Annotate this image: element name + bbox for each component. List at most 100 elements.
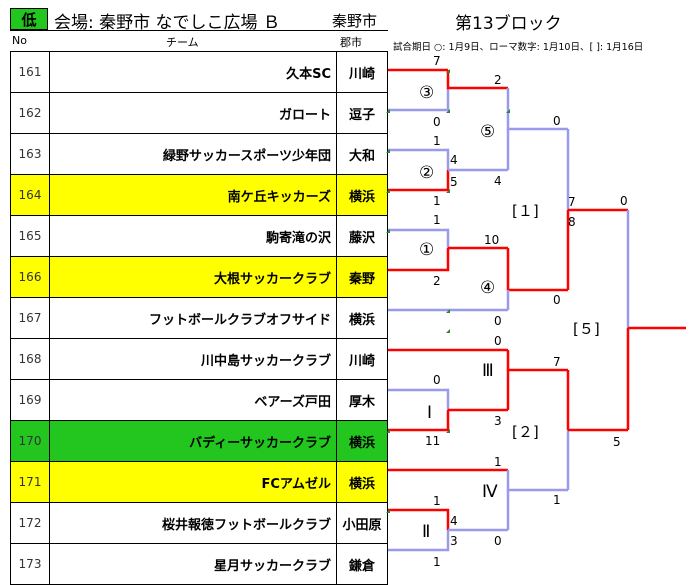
title-underline <box>10 30 388 31</box>
round-label-b2: [２] <box>512 423 539 441</box>
score-r4-bot: 0 <box>494 534 502 548</box>
team-number: 170 <box>10 420 50 462</box>
score-r3-bot: 3 <box>494 414 502 428</box>
score-r1-bot: 11 <box>425 434 440 448</box>
match-label-m2: ② <box>419 163 434 183</box>
team-city: 横浜 <box>336 461 388 503</box>
match-label-m5: ⑤ <box>480 122 495 142</box>
team-name: ガロート <box>49 92 337 134</box>
category-badge: 低 <box>10 8 48 30</box>
column-header-no: No <box>12 34 27 47</box>
score-marker <box>446 309 450 313</box>
round-label-r2: Ⅱ <box>422 522 430 542</box>
team-number: 161 <box>10 51 50 93</box>
team-city: 藤沢 <box>336 215 388 257</box>
score-m5-top: 2 <box>494 73 502 87</box>
score-b1-bot: 0 <box>553 293 561 307</box>
score-m3-top: 7 <box>433 54 441 68</box>
team-name: フットボールクラブオフサイド <box>49 297 337 339</box>
score-b1-top: 0 <box>553 114 561 128</box>
score-marker <box>446 109 450 113</box>
score-marker <box>386 229 390 233</box>
score-r2-b: 3 <box>450 534 458 548</box>
round-label-b1: [１] <box>512 202 539 220</box>
team-number: 165 <box>10 215 50 257</box>
column-header-city: 郡市 <box>340 36 362 49</box>
bracket-line-162 <box>388 88 450 112</box>
bracket-line-m4 <box>506 248 568 292</box>
score-r2-a: 4 <box>450 514 458 528</box>
match-label-m4: ④ <box>480 278 495 298</box>
score-marker <box>446 69 450 73</box>
bracket-line-172 <box>388 508 450 530</box>
score-b5-top: 0 <box>620 194 628 208</box>
bracket-line-170 <box>388 410 450 432</box>
score-m2-bot: 1 <box>433 194 441 208</box>
match-label-m3: ③ <box>419 83 434 103</box>
bracket-line-r4-top <box>506 470 568 492</box>
team-name: FCアムゼル <box>49 461 337 503</box>
score-m2-a: 4 <box>450 153 458 167</box>
score-marker <box>446 189 450 193</box>
score-marker <box>386 149 390 153</box>
bracket-line-m3 <box>446 70 508 90</box>
round-label-r4: Ⅳ <box>482 482 498 502</box>
bracket-line-165 <box>388 228 450 248</box>
score-marker <box>446 329 450 333</box>
team-number: 162 <box>10 92 50 134</box>
score-marker <box>506 109 510 113</box>
team-city: 横浜 <box>336 297 388 339</box>
team-city: 小田原 <box>336 502 388 544</box>
round-label-r3: Ⅲ <box>482 361 494 381</box>
team-city: 川崎 <box>336 338 388 380</box>
score-b2-bot: 1 <box>553 493 561 507</box>
score-m2-b: 5 <box>450 175 458 189</box>
score-r2-bot: 1 <box>433 555 441 569</box>
score-b5-top-a: 7 <box>568 195 576 209</box>
team-name: 南ケ丘キッカーズ <box>49 174 337 216</box>
score-m4-top: 10 <box>484 233 499 247</box>
score-marker <box>446 429 450 433</box>
score-r1-top: 0 <box>433 373 441 387</box>
team-name: 川中島サッカークラブ <box>49 338 337 380</box>
score-marker <box>386 429 390 433</box>
team-number: 164 <box>10 174 50 216</box>
match-label-m1: ① <box>419 240 434 260</box>
score-m2-top: 1 <box>433 134 441 148</box>
bracket-line-173 <box>388 530 450 552</box>
score-m1-top: 1 <box>433 213 441 227</box>
score-marker <box>386 109 390 113</box>
column-header-team: チーム <box>166 36 199 49</box>
team-city: 川崎 <box>336 51 388 93</box>
team-name: 久本SC <box>49 51 337 93</box>
score-m3-bot: 0 <box>433 115 441 129</box>
bracket-line-169 <box>388 388 450 410</box>
score-r2-top: 1 <box>433 494 441 508</box>
score-b2-top: 7 <box>553 355 561 369</box>
score-m5-bot: 4 <box>494 174 502 188</box>
score-b5-top-b: 8 <box>568 215 576 229</box>
score-r3-top: 0 <box>494 334 502 348</box>
team-name: 大根サッカークラブ <box>49 256 337 298</box>
venue-city: 秦野市 <box>332 12 378 30</box>
bracket-line-163 <box>388 148 450 170</box>
block-title: 第13ブロック <box>455 14 562 34</box>
team-city: 横浜 <box>336 174 388 216</box>
team-city: 秦野 <box>336 256 388 298</box>
team-name: バディーサッカークラブ <box>49 420 337 462</box>
round-label-b5: [５] <box>573 320 600 338</box>
score-b5-bot: 5 <box>613 435 621 449</box>
bracket-line-164 <box>388 170 450 192</box>
team-number: 166 <box>10 256 50 298</box>
venue-title: 会場: 秦野市 なでしこ広場 Ｂ <box>54 13 280 33</box>
